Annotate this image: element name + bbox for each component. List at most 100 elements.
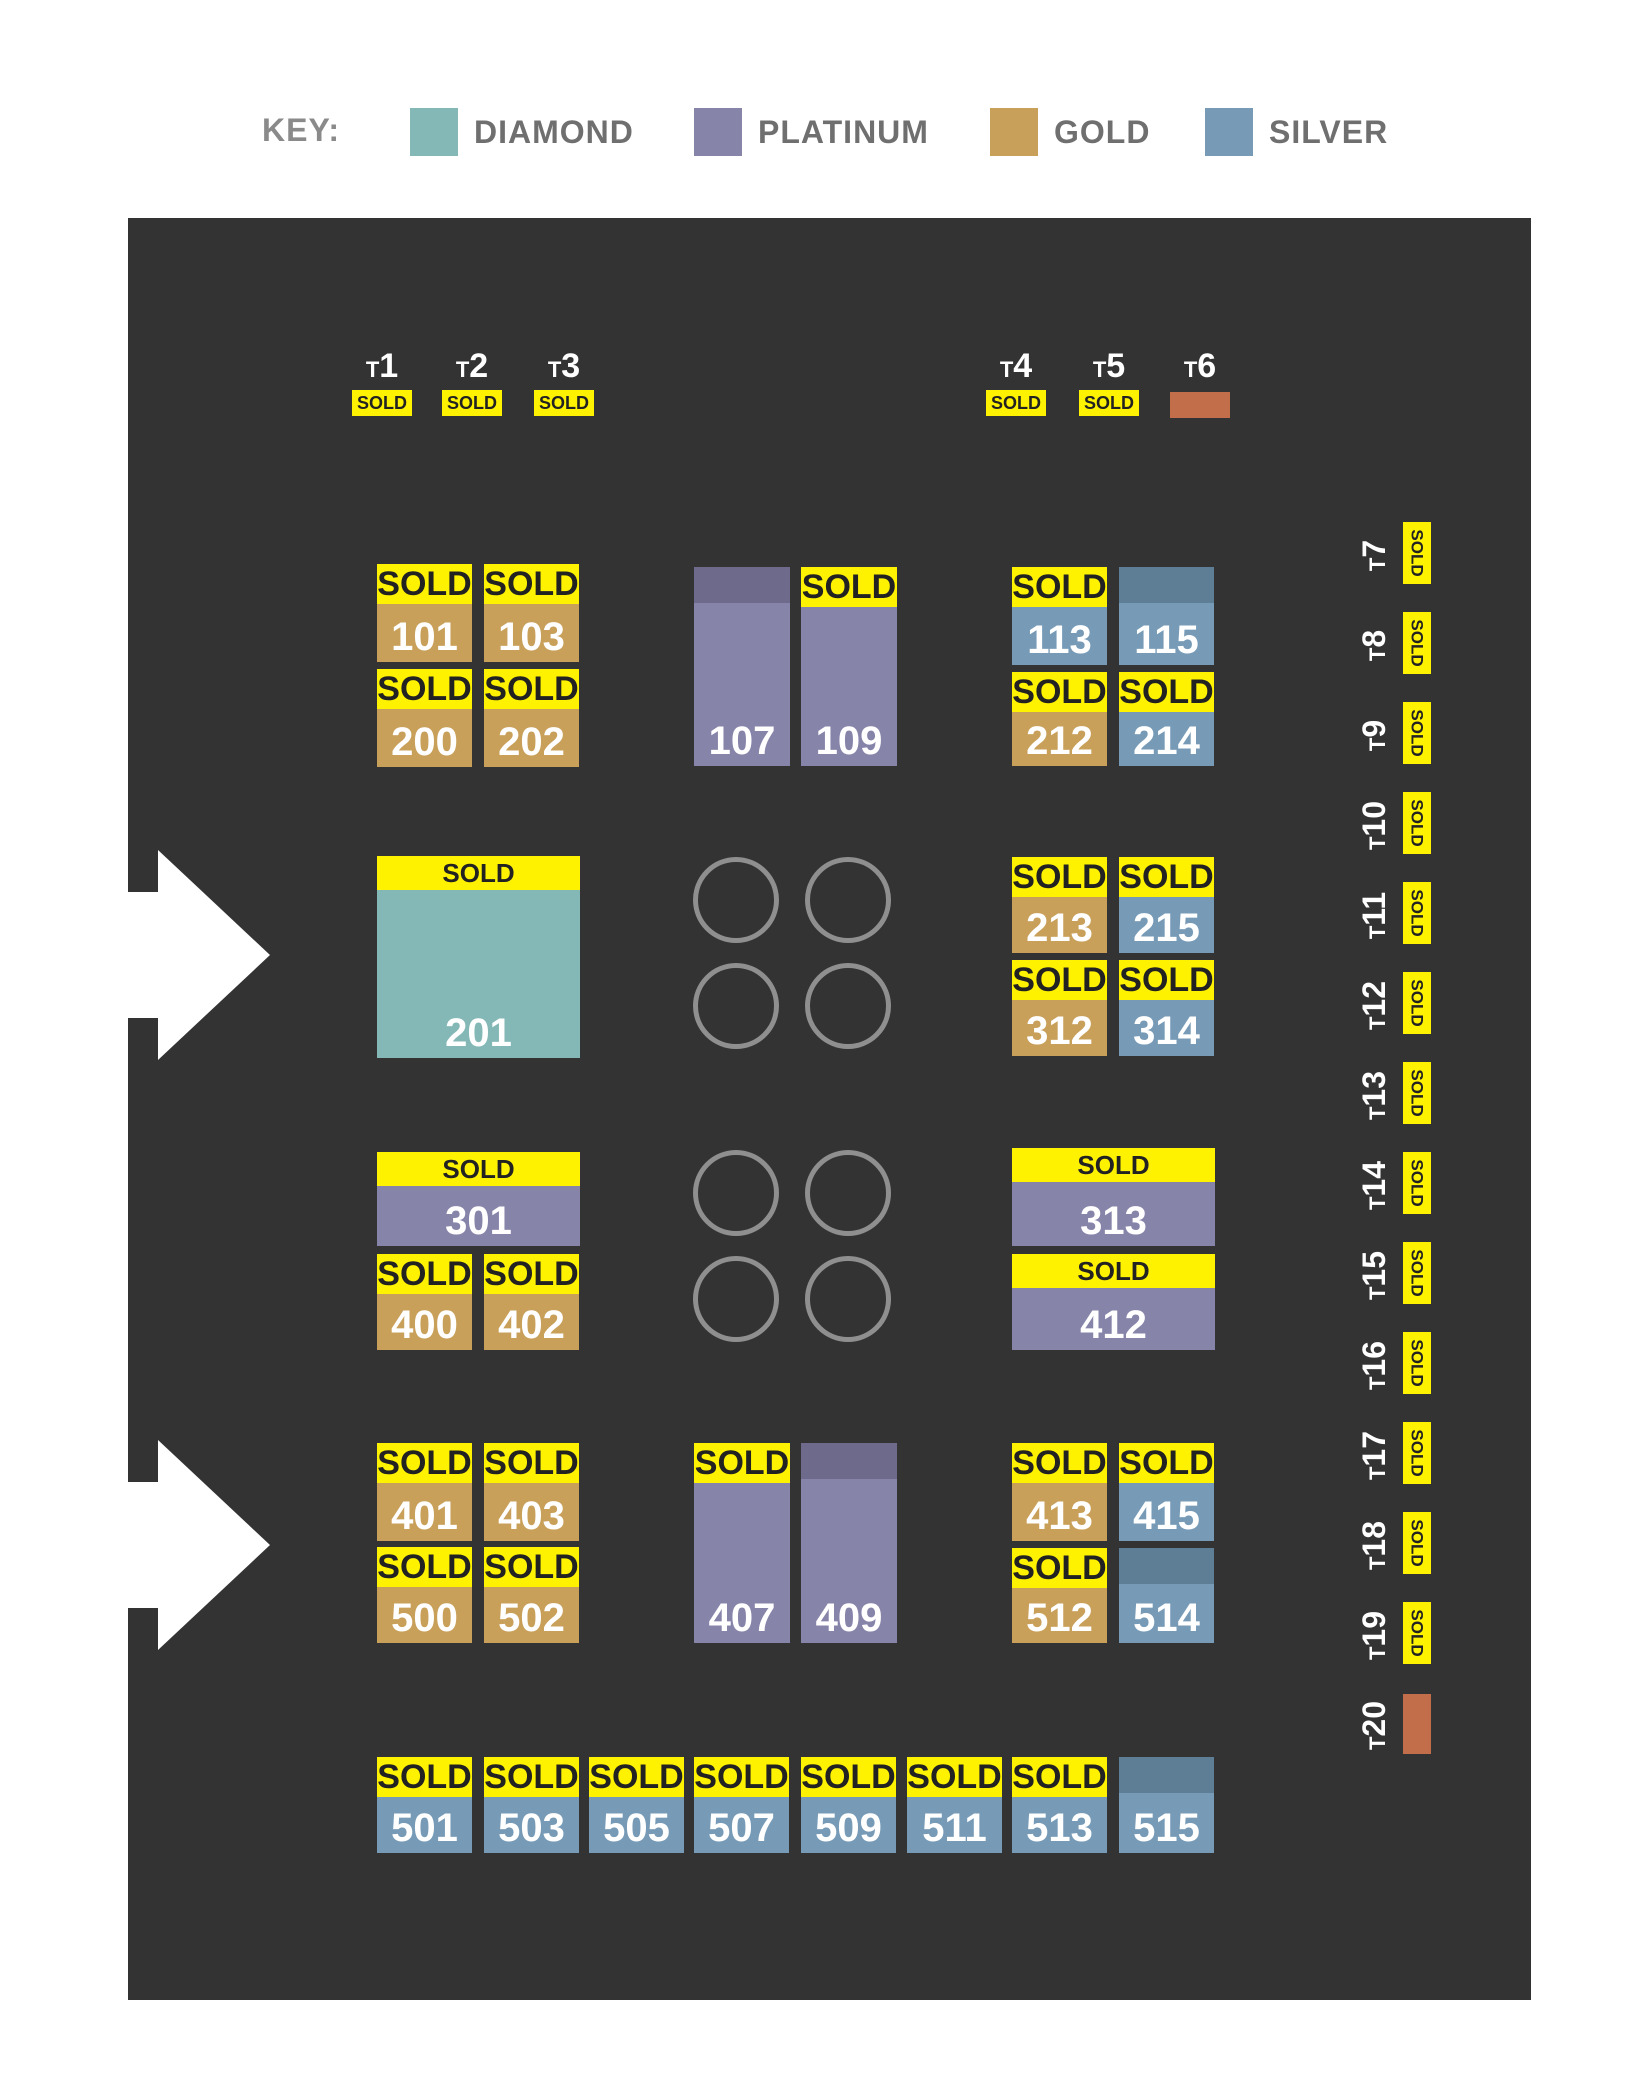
table-number: 9 [1356,719,1393,738]
legend-item-gold: GOLD [990,108,1150,156]
table-t20[interactable]: T20 [1355,1690,1435,1760]
table-label-text: T19 [1357,1610,1394,1659]
table-prefix: T [1365,1196,1391,1210]
booth-409[interactable]: 409 [801,1443,897,1643]
table-prefix: T [1365,1736,1391,1750]
table-prefix: T [1365,1466,1391,1480]
table-number: 16 [1356,1340,1393,1377]
booth-number: 107 [708,719,776,763]
sold-badge: SOLD [484,1547,579,1587]
sold-badge: SOLD [1403,972,1431,1034]
booth-header-strip [694,567,790,603]
booth-number: 509 [815,1806,882,1850]
booth-header-strip [801,1443,897,1479]
sold-badge: SOLD [986,390,1046,416]
sold-badge: SOLD [484,669,579,709]
table-prefix: T [1365,1646,1391,1660]
booth-107[interactable]: 107 [694,567,790,766]
booth-514[interactable]: 514 [1119,1548,1214,1643]
table-t9[interactable]: T9 SOLD [1355,700,1435,770]
booth-number: 512 [1026,1596,1093,1640]
table-prefix: T [365,357,380,382]
booth-header-strip [1119,1757,1214,1793]
legend-item-platinum: PLATINUM [694,108,929,156]
sold-badge: SOLD [1012,857,1107,897]
booth-number: 507 [708,1806,775,1850]
sold-badge: SOLD [694,1443,790,1483]
legend-key-label: KEY: [262,112,341,148]
booth-number: 513 [1026,1806,1093,1850]
table-t6[interactable]: T6 [1168,348,1232,418]
sold-badge-text: SOLD [1408,709,1428,757]
legend-label-silver: SILVER [1269,113,1389,150]
booth-number: 501 [391,1806,458,1850]
booth-515[interactable]: 515 [1119,1757,1214,1853]
table-label: T11 [1355,880,1395,950]
table-number: 2 [469,347,489,385]
table-label: T9 [1355,700,1395,770]
sold-badge: SOLD [352,390,412,416]
table-prefix: T [1365,1016,1391,1030]
table-prefix: T [1365,836,1391,850]
sold-badge: SOLD [1119,857,1214,897]
booth-number: 503 [498,1806,565,1850]
table-label: T2 [440,348,504,388]
table-label-text: T18 [1357,1520,1394,1569]
sold-badge: SOLD [1012,567,1107,607]
table-circle [805,1256,891,1342]
booth-115[interactable]: 115 [1119,567,1214,665]
table-number: 11 [1356,891,1393,926]
